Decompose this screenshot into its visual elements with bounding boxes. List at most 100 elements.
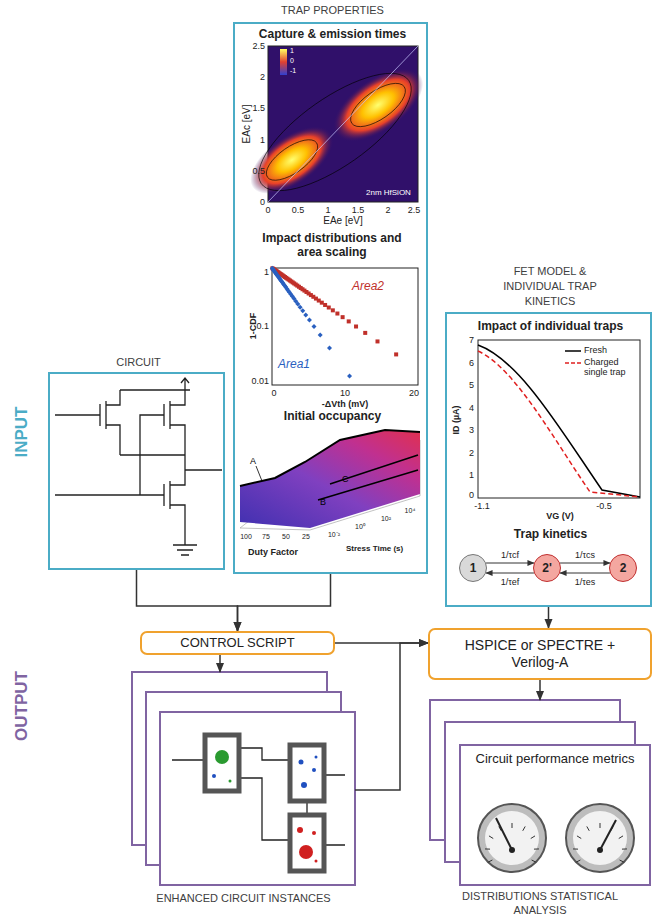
rate-label: 1/τef xyxy=(500,577,521,587)
axis-label: 2 xyxy=(260,72,265,82)
data-point xyxy=(347,373,352,378)
axis-label: 1 xyxy=(260,135,265,145)
data-point xyxy=(363,331,367,335)
data-point xyxy=(318,333,323,338)
axis-label: 100 xyxy=(240,533,252,541)
data-point xyxy=(341,315,345,319)
axis-label: 10⁰ xyxy=(355,523,365,531)
axis-label: EAc [eV] xyxy=(241,105,253,144)
axis-label: 0.01 xyxy=(251,376,269,386)
axis-label: 2.5 xyxy=(252,41,265,51)
connector-arrow xyxy=(539,680,541,700)
metrics-cards xyxy=(430,700,650,885)
axis-label: 10⁴ xyxy=(405,507,416,515)
axis-label: 4 xyxy=(469,403,474,413)
data-point xyxy=(300,308,305,313)
state-number: 2' xyxy=(542,561,552,575)
axis-label: 10⁻² xyxy=(328,531,340,539)
gauge-tick xyxy=(587,826,589,830)
axis-label: 0 xyxy=(271,388,276,398)
connector-arrow xyxy=(238,574,331,631)
axis-label: B xyxy=(320,497,326,507)
gauge-tick xyxy=(534,848,539,849)
axis-label: 25 xyxy=(302,533,310,541)
connector-arrow xyxy=(137,570,238,631)
data-point xyxy=(327,306,331,310)
data-point xyxy=(331,308,335,312)
axis-label: 1 xyxy=(264,267,269,277)
ccdf-plot xyxy=(270,266,418,385)
axis-label: 5 xyxy=(469,380,474,390)
axis-label: Area1 xyxy=(278,358,310,372)
axis-label: 0.5 xyxy=(292,205,305,215)
connector-arrow xyxy=(560,573,610,574)
contour-plot xyxy=(239,46,436,211)
gauge-tick xyxy=(600,823,601,828)
plot-title: Initial occupancy xyxy=(235,410,430,424)
connector-arrow xyxy=(219,655,221,672)
axis-label: Duty Factor xyxy=(248,547,298,557)
panel-heading: CIRCUIT xyxy=(50,356,227,369)
axis-label: -ΔVth (mV) xyxy=(322,399,368,409)
rate-label: 1/τcf xyxy=(500,550,520,560)
axis-label: 50 xyxy=(282,533,290,541)
process-label: CONTROL SCRIPT xyxy=(180,635,294,651)
connector-arrow xyxy=(355,643,428,790)
gauge-tick xyxy=(622,848,627,849)
axis-label: 20 xyxy=(409,388,419,398)
state-number: 1 xyxy=(470,561,477,575)
panel-heading: FET MODEL & INDIVIDUAL TRAP KINETICS xyxy=(495,264,605,309)
connector-arrow xyxy=(486,563,534,564)
connector-arrow xyxy=(486,573,534,574)
axis-label: VG (V) xyxy=(546,511,574,521)
data-point xyxy=(394,352,398,356)
axis-label: ID (µA) xyxy=(451,405,461,434)
plot-title: Capture & emission times xyxy=(235,28,430,42)
gauge-tick xyxy=(532,860,536,862)
gauge-tick xyxy=(512,823,513,828)
process-box: HSPICE or SPECTRE + Verilog-A xyxy=(428,628,652,680)
instance-cards xyxy=(132,672,355,885)
gauge-tick xyxy=(619,836,623,839)
data-point xyxy=(347,319,351,323)
panel-heading: DISTRIBUTIONS STATISTICAL ANALYSIS xyxy=(460,889,620,917)
gauge-tick xyxy=(620,860,624,862)
axis-label: 2 xyxy=(385,205,390,215)
gauge-tick xyxy=(577,836,581,839)
axis-label: 1 xyxy=(290,47,294,55)
gauge-tick xyxy=(485,848,490,849)
rate-label: 1/τes xyxy=(574,577,597,587)
legend-text: Fresh xyxy=(584,345,607,355)
axis-label: -1 xyxy=(290,67,296,75)
gauge-tick xyxy=(531,836,535,839)
axis-label: Stress Time (s) xyxy=(346,544,403,553)
data-point xyxy=(323,303,327,307)
axis-label: 10 xyxy=(340,388,350,398)
axis-label: 1.5 xyxy=(252,103,265,113)
data-point xyxy=(354,325,358,329)
axis-label: 7 xyxy=(469,335,474,345)
data-point xyxy=(327,346,332,351)
axis-label: 1 xyxy=(469,470,474,480)
gauge-tick xyxy=(523,826,525,830)
data-point xyxy=(303,313,308,318)
process-label: HSPICE or SPECTRE + Verilog-A xyxy=(458,637,623,671)
data-point xyxy=(335,312,339,316)
data-point xyxy=(375,339,379,343)
plot-title: Impact of individual traps xyxy=(447,320,654,334)
plot-title: Impact distributions and area scaling xyxy=(252,232,412,260)
gauge-tick xyxy=(576,860,580,862)
axis-label: -1.1 xyxy=(474,501,490,511)
state-circle: 2 xyxy=(609,554,637,582)
axis-label: Area2 xyxy=(352,280,384,294)
circuit-schematic xyxy=(55,378,222,555)
gauge-tick xyxy=(573,848,578,849)
data-point xyxy=(298,305,303,310)
gauge-tick xyxy=(488,860,492,862)
axis-label: 2nm HfSiON xyxy=(366,188,411,197)
gauge-icons xyxy=(478,804,634,872)
axis-label: 6 xyxy=(469,357,474,367)
card-title: Circuit performance metrics xyxy=(468,752,642,767)
